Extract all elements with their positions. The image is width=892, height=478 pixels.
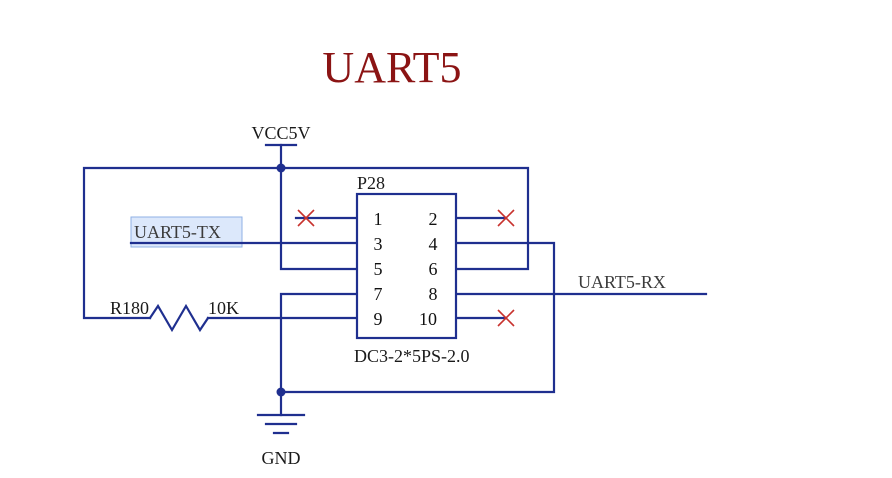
pin-number: 7	[374, 284, 383, 304]
connector-part-number: DC3-2*5PS-2.0	[354, 346, 470, 366]
junction-dot	[276, 387, 286, 397]
vcc-loop-wire	[82, 166, 530, 320]
junction-dot	[276, 163, 286, 173]
pin-number: 8	[429, 284, 438, 304]
resistor-value: 10K	[208, 298, 239, 318]
ground-net-label: GND	[262, 448, 301, 468]
rx-net-label: UART5-RX	[578, 272, 666, 292]
pin-number: 1	[374, 209, 383, 229]
pin5-vcc-wire	[279, 166, 359, 271]
pin1-no-connect-mark	[297, 209, 315, 227]
resistor-designator: R180	[110, 298, 149, 318]
pin7-gnd-wire	[279, 292, 359, 417]
pin4-rx-wire	[279, 241, 556, 394]
pin-number: 10	[419, 309, 437, 329]
connector-designator: P28	[357, 173, 385, 193]
pin-number: 5	[374, 259, 383, 279]
connector-pin-numbers: 1 2 3 4 5 6 7 8 9 10	[374, 209, 438, 329]
pin-number: 2	[429, 209, 438, 229]
ground-symbol	[256, 413, 306, 435]
resistor-symbol	[148, 303, 210, 333]
pin-number: 9	[374, 309, 383, 329]
connector-body	[355, 192, 458, 340]
tx-net-label: UART5-TX	[134, 222, 221, 242]
pin10-no-connect-mark	[497, 309, 515, 327]
pin-number: 3	[374, 234, 383, 254]
pin2-no-connect-mark	[497, 209, 515, 227]
power-net-label: VCC5V	[251, 123, 310, 143]
schematic-title: UART5	[322, 43, 461, 92]
pin-number: 4	[429, 234, 438, 254]
pin-number: 6	[429, 259, 438, 279]
